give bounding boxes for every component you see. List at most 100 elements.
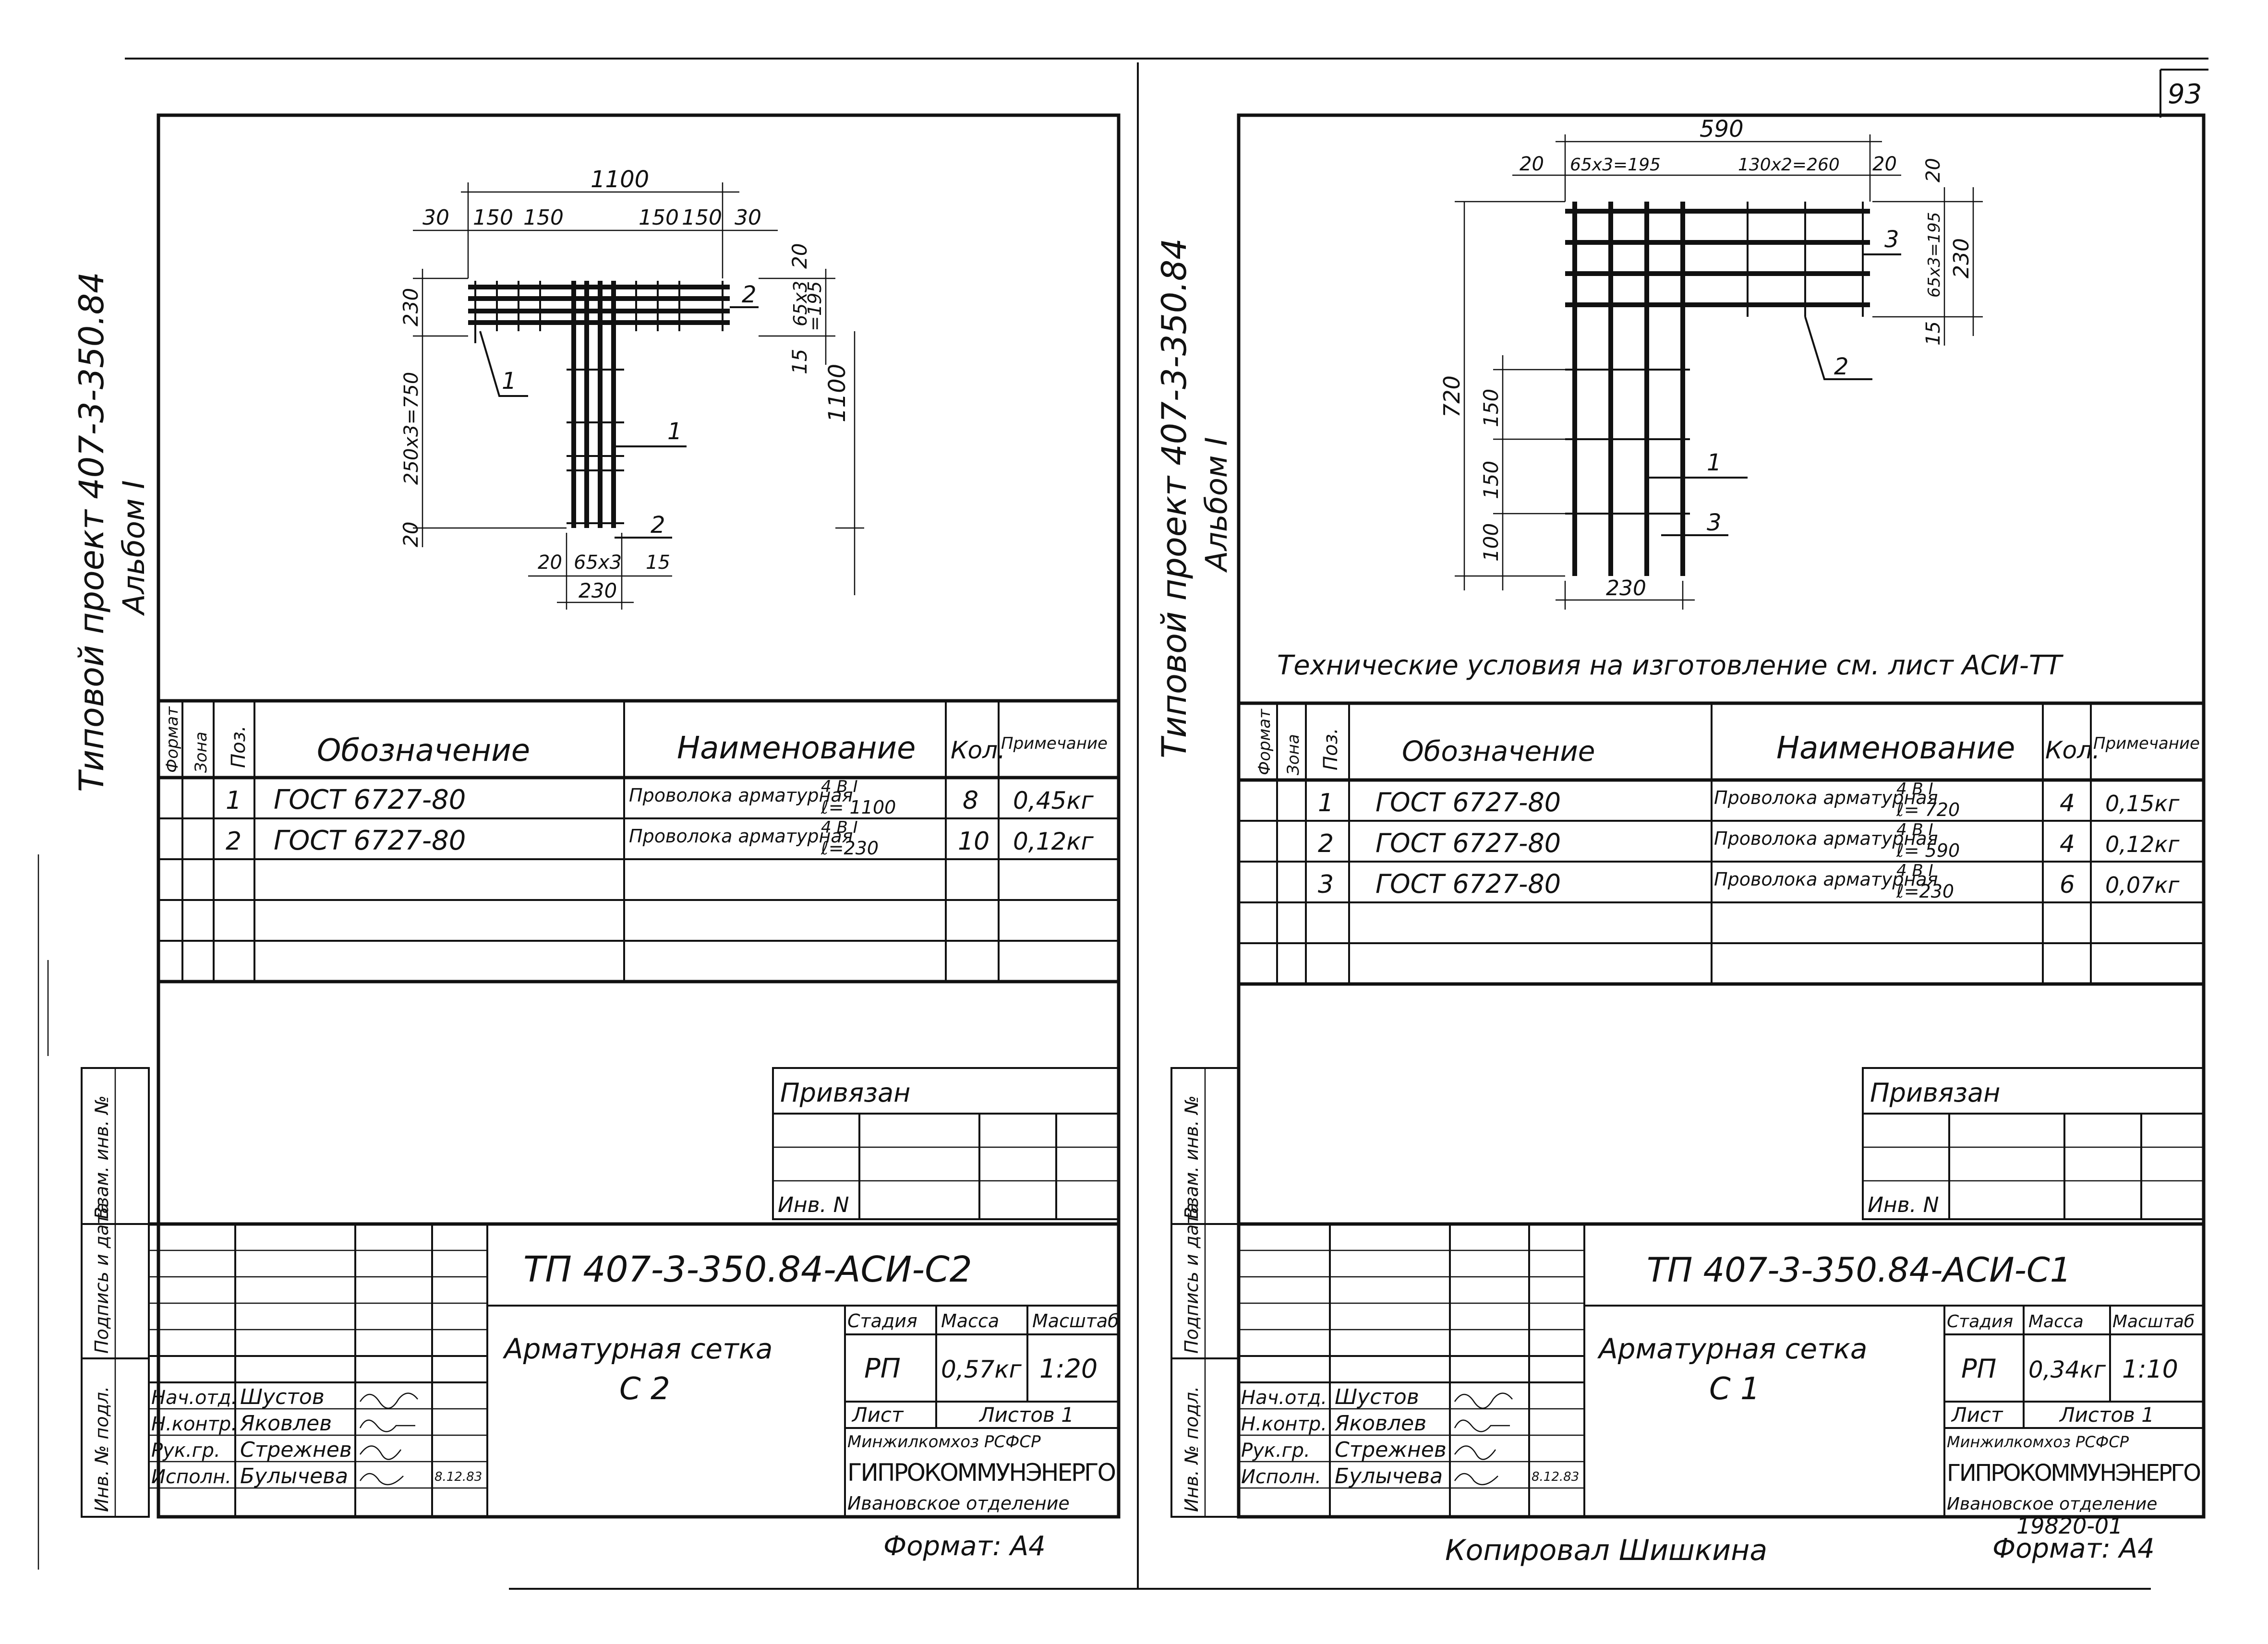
row1-designation: ГОСТ 6727-80 [274,784,466,816]
drawing-name-2-r: С 1 [1709,1371,1760,1407]
signature-1-r [1454,1392,1513,1409]
dim-right-top: 20 [788,243,811,269]
row3-spec-r: 4 B I [1896,861,1933,880]
left-sheet: Инв. № подл. Подпись и дата Взам. инв. №… [72,113,1121,1562]
drawing-name-1: Арматурная сетка [502,1332,772,1365]
row2-qty-r: 4 [2060,830,2075,858]
org-ministry-r: Минжилкомхоз РСФСР [1947,1433,2129,1451]
header-note: Примечание [1001,734,1108,753]
row2-spec-r: 4 B I [1896,820,1933,840]
signature-4 [359,1473,404,1486]
org-institute-r: ГИПРОКОММУНЭНЕРГО [1947,1460,2201,1487]
dim-right-mid2: =195 [804,281,825,331]
tied-label: Привязан [780,1078,910,1108]
side-label-replace: Взам. инв. № [91,1095,112,1219]
role-1-r: Нач.отд. [1241,1387,1327,1409]
mass-label: Масса [941,1310,999,1332]
dim-bottom-3: 15 [646,552,670,574]
person-4-r: Булычева [1335,1464,1443,1488]
stage-value: РП [864,1353,901,1384]
org-branch: Ивановское отделение [847,1493,1070,1514]
dim-top-1-r: 20 [1520,153,1544,175]
inv-label-r: Инв. N [1868,1193,1939,1217]
dim-top-2-r: 65х3=195 [1570,155,1661,175]
tied-block-left: Привязан Инв. N [772,1067,1120,1220]
vertical-project-title-r: Типовой проект 407-3-350.84 [1155,238,1194,758]
header-zone: Зона [192,732,211,773]
row2-designation-r: ГОСТ 6727-80 [1375,828,1561,858]
page-number: 93 [2168,79,2202,110]
row1-note: 0,45кг [1013,787,1094,815]
dim-overall-width: 1100 [591,166,649,193]
row3-pos-r: 3 [1318,870,1334,899]
header-qty: Кол. [951,736,1005,764]
row1-qty-r: 4 [2060,789,2075,817]
side-label-inv-r: Инв. № подл. [1181,1386,1202,1512]
dim-right-mid: 65х3 [790,281,811,326]
stage-label-r: Стадия [1947,1312,2013,1332]
dim-left-flange: 230 [399,288,422,326]
row3-length-r: ℓ=230 [1896,881,1954,902]
row3-note-r: 0,07кг [2105,872,2180,898]
row3-designation-r: ГОСТ 6727-80 [1375,869,1561,899]
drawing-code-r: ТП 407-3-350.84-АСИ-С1 [1647,1250,2071,1290]
side-label-replace-r: Взам. инв. № [1181,1095,1202,1219]
row1-pos: 1 [226,786,241,815]
header-note-r: Примечание [2093,734,2200,753]
dim-left-3-r: 100 [1479,523,1503,562]
dim-bottom-1: 20 [538,552,562,574]
row2-name: Проволока арматурная [629,826,853,847]
dim-top-right-3: 30 [735,205,761,230]
dim-top-left-3: 150 [523,205,564,230]
dim-left-stem: 250х3=750 [400,372,422,485]
header-format-r: Формат [1255,708,1274,775]
spec-table-left: Формат Зона Поз. Обозначение Наименовани… [158,699,1119,984]
header-pos-r: Поз. [1320,728,1342,770]
scale-label-r: Масштаб [2112,1312,2195,1332]
row2-name-r: Проволока арматурная [1714,828,1938,849]
person-2-r: Яковлев [1334,1411,1426,1436]
header-pos: Поз. [228,725,250,768]
role-4-r: Исполн. [1241,1466,1321,1488]
callout-1-r: 1 [1707,449,1722,476]
person-3-r: Стрежнев [1335,1438,1447,1462]
stage-value-r: РП [1961,1354,1996,1384]
role-2-r: Н.контр. [1241,1413,1327,1435]
dim-left-1-r: 150 [1479,389,1503,427]
format-label-right: Формат: А4 [1992,1533,2155,1564]
archive-number: 19820-01 [2016,1513,2123,1539]
person-1: Шустов [240,1385,325,1409]
dim-right-bottom-r: 15 [1922,321,1944,346]
row1-name-r: Проволока арматурная [1714,787,1938,808]
dim-bottom-width-r: 230 [1606,576,1646,600]
callout-2b: 2 [651,512,665,539]
row2-length-r: ℓ= 590 [1896,840,1960,861]
date-4: 8.12.83 [434,1470,482,1484]
person-3: Стрежнев [240,1438,352,1462]
row2-pos: 2 [226,827,241,856]
drawing-name-1-r: Арматурная сетка [1597,1332,1867,1365]
scale-value-r: 1:10 [2122,1355,2178,1384]
row1-note-r: 0,15кг [2105,791,2180,816]
title-block-left: Нач.отд. Шустов Н.контр. Яковлев Рук.гр.… [149,1222,1119,1517]
side-label-sign: Подпись и дата [91,1202,112,1354]
date-4-r: 8.12.83 [1532,1470,1579,1484]
sheet-label: Лист [851,1403,904,1427]
dim-top-right-1: 150 [639,205,679,230]
header-name: Наименование [677,731,916,766]
side-label-inv: Инв. № подл. [91,1386,112,1512]
header-name-r: Наименование [1776,731,2015,766]
mesh-c2-drawing: 1100 30 150 150 150 150 30 20 65х3 =195 … [399,166,864,610]
dim-right-height: 1100 [824,364,851,422]
dim-right-mid-r: 65х3=195 [1925,212,1944,298]
person-4: Булычева [240,1464,348,1488]
row1-spec: 4 B I [821,777,858,796]
mass-value-r: 0,34кг [2028,1356,2106,1383]
stage-label: Стадия [847,1310,917,1332]
title-block-right: Нач.отд. Шустов Н.контр. Яковлев Рук.гр.… [1239,1222,2204,1517]
tied-label-r: Привязан [1870,1078,2000,1108]
dim-top-4-r: 20 [1872,153,1897,175]
header-zone-r: Зона [1284,734,1303,775]
dim-bottom-width: 230 [579,579,617,602]
row1-length: ℓ= 1100 [820,797,896,818]
